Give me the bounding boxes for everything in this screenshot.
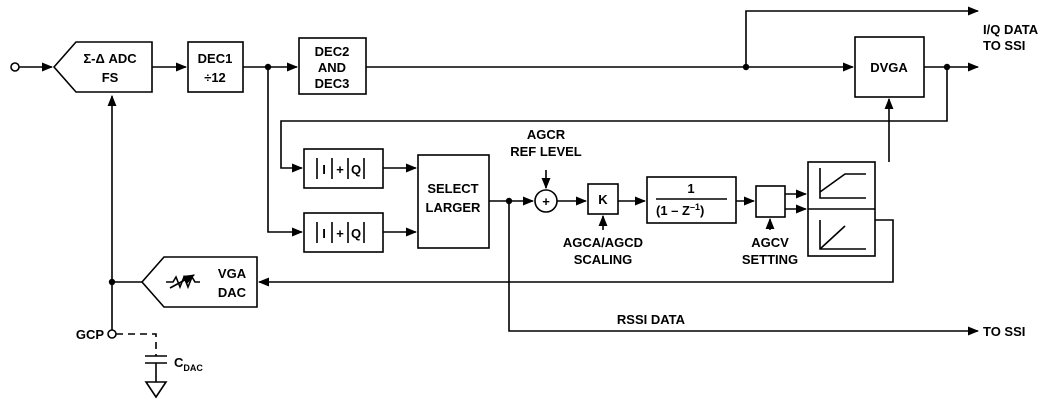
integrator-denominator: (1 – Z–1) (656, 202, 704, 218)
dec23-label-line3: DEC3 (315, 76, 350, 91)
agca-label-line1: AGCA/AGCD (563, 235, 643, 250)
junction-dots (108, 63, 951, 286)
signal-wires (10, 6, 980, 399)
dec23-block: DEC2 AND DEC3 (298, 37, 367, 95)
iq-data-label-line1: I/Q DATA (983, 22, 1039, 37)
dec23-label-line1: DEC2 (315, 44, 350, 59)
iq-top-plus: + (336, 162, 344, 177)
cdac-label: CDAC (174, 355, 203, 373)
adc-label-line1: Σ-Δ ADC (83, 51, 137, 66)
adc-label-line2: FS (102, 70, 119, 85)
agcr-label-line2: REF LEVEL (510, 144, 582, 159)
iq-top-q: Q (351, 162, 361, 177)
vga-dac-label-line2: DAC (218, 285, 247, 300)
select-larger-block: SELECT LARGER (417, 154, 490, 249)
iq-data-label-line2: TO SSI (983, 38, 1025, 53)
gcp-label: GCP (76, 327, 105, 342)
iq-bottom-q: Q (351, 226, 361, 241)
select-label-line1: SELECT (427, 181, 478, 196)
iq-top-i: I (322, 162, 326, 177)
agcv-setting-block (755, 185, 786, 218)
integrator-block: 1 (1 – Z–1) (646, 176, 737, 224)
agca-label-line2: SCALING (574, 252, 633, 267)
dec1-label-line2: ÷12 (204, 70, 226, 85)
integrator-numerator: 1 (687, 181, 694, 196)
dec23-label-line2: AND (318, 60, 346, 75)
limiter-block (807, 161, 876, 257)
agcv-label-line1: AGCV (751, 235, 789, 250)
iq-magnitude-top-block: I + Q (303, 148, 384, 189)
dvga-block: DVGA (854, 36, 925, 98)
iq-magnitude-bottom-block: I + Q (303, 212, 384, 253)
diagram-labels: I/Q DATA TO SSI AGCR REF LEVEL AGCA/AGCD… (76, 22, 1039, 373)
to-ssi-label: TO SSI (983, 324, 1025, 339)
agcr-label-line1: AGCR (527, 127, 566, 142)
agcv-label-line2: SETTING (742, 252, 798, 267)
adc-block: Σ-Δ ADC FS (52, 41, 153, 93)
iq-bottom-i: I (322, 226, 326, 241)
summer-symbol: + (542, 194, 550, 209)
k-scaling-block: K (587, 183, 619, 215)
select-label-line2: LARGER (426, 200, 482, 215)
k-label: K (598, 192, 608, 207)
vga-dac-label-line1: VGA (218, 266, 247, 281)
rssi-data-label: RSSI DATA (617, 312, 686, 327)
dec1-label-line1: DEC1 (198, 51, 233, 66)
dec1-block: DEC1 ÷12 (187, 41, 244, 93)
vga-dac-block: VGA DAC (140, 256, 258, 308)
summing-junction: + (534, 189, 558, 213)
dvga-label: DVGA (870, 60, 908, 75)
iq-bottom-plus: + (336, 226, 344, 241)
